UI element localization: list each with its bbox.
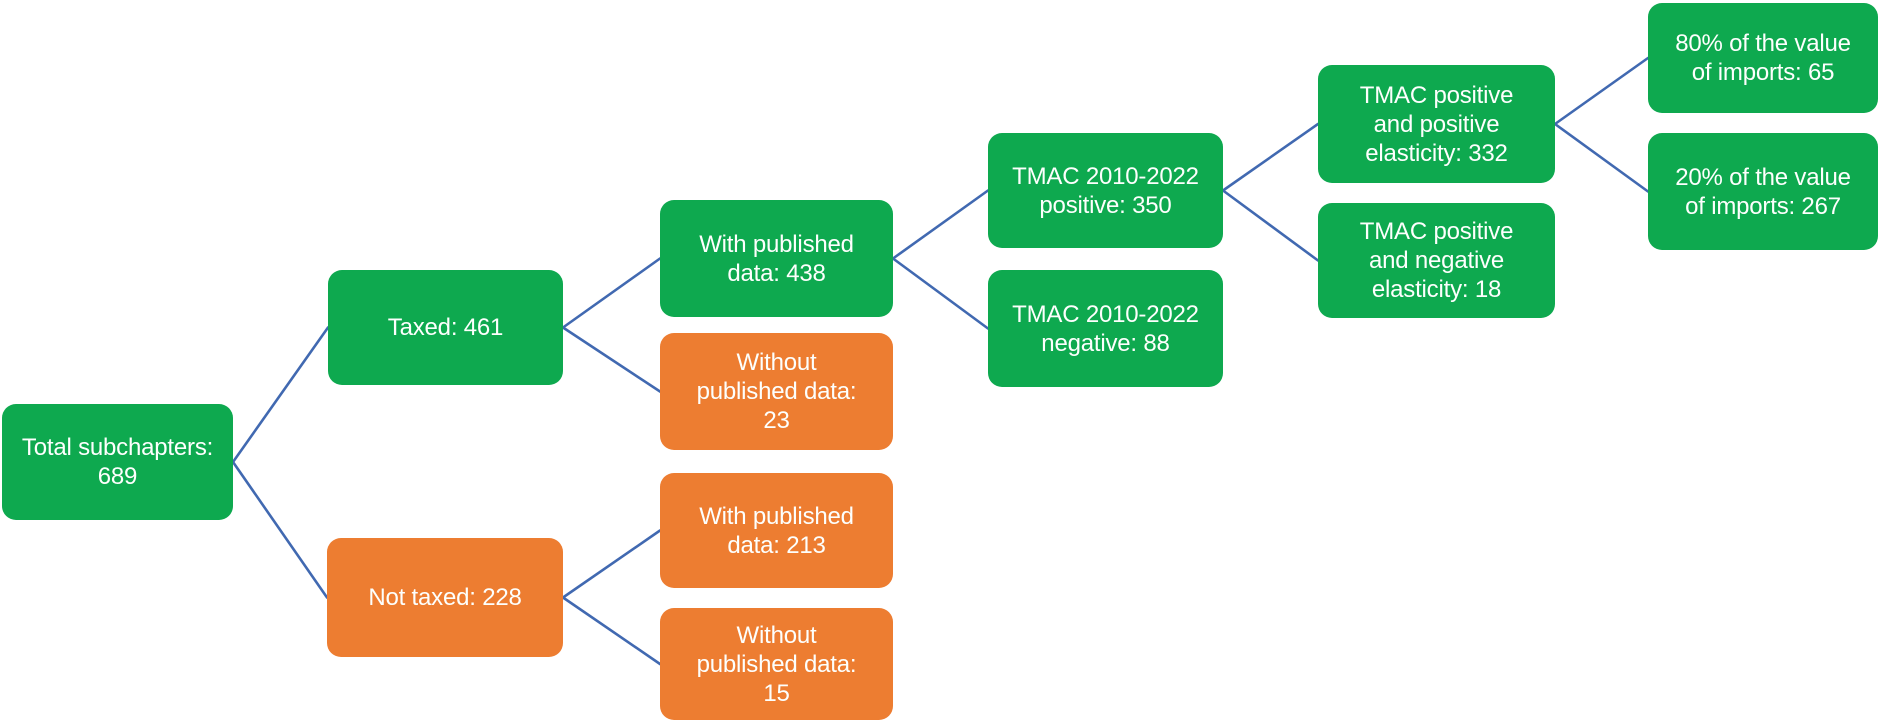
node-label: TMAC positive and positive elasticity: 3…: [1359, 81, 1514, 167]
connector-line: [231, 326, 330, 464]
node-imports-20: 20% of the value of imports: 267: [1648, 133, 1878, 250]
connector-line: [561, 326, 662, 393]
node-tmac-negative: TMAC 2010-2022 negative: 88: [988, 270, 1223, 387]
node-label: Not taxed: 228: [368, 584, 522, 611]
node-taxed-with-data: With published data: 438: [660, 200, 893, 317]
node-taxed-without-data: Without published data: 23: [660, 333, 893, 450]
connector-line: [231, 460, 329, 599]
node-label: Without published data: 15: [696, 621, 857, 707]
node-elasticity-negative: TMAC positive and negative elasticity: 1…: [1318, 203, 1555, 318]
connector-line: [1553, 122, 1650, 193]
node-label: With published data: 213: [699, 502, 854, 559]
node-imports-80: 80% of the value of imports: 65: [1648, 3, 1878, 113]
node-label: With published data: 438: [699, 230, 854, 287]
node-nottaxed-without-data: Without published data: 15: [660, 608, 893, 720]
node-taxed: Taxed: 461: [328, 270, 563, 385]
connector-line: [1221, 189, 1320, 262]
node-tmac-positive: TMAC 2010-2022 positive: 350: [988, 133, 1223, 248]
connector-line: [561, 596, 662, 666]
connector-line: [891, 189, 990, 260]
node-label: 80% of the value of imports: 65: [1675, 30, 1851, 86]
node-nottaxed-with-data: With published data: 213: [660, 473, 893, 588]
node-label: TMAC 2010-2022 negative: 88: [1012, 300, 1199, 357]
node-label: 20% of the value of imports: 267: [1675, 163, 1851, 220]
node-label: Total subchapters: 689: [21, 434, 214, 490]
node-label: Without published data: 23: [696, 349, 857, 434]
node-not-taxed: Not taxed: 228: [327, 538, 563, 657]
connector-line: [1553, 56, 1650, 126]
node-label: Taxed: 461: [387, 314, 504, 341]
node-root: Total subchapters: 689: [2, 404, 233, 520]
node-label: TMAC 2010-2022 positive: 350: [1012, 162, 1199, 219]
connector-line: [561, 529, 662, 599]
node-label: TMAC positive and negative elasticity: 1…: [1359, 218, 1514, 303]
connector-line: [891, 257, 990, 330]
connector-line: [1221, 122, 1320, 192]
node-elasticity-positive: TMAC positive and positive elasticity: 3…: [1318, 65, 1555, 183]
connector-line: [561, 257, 662, 329]
